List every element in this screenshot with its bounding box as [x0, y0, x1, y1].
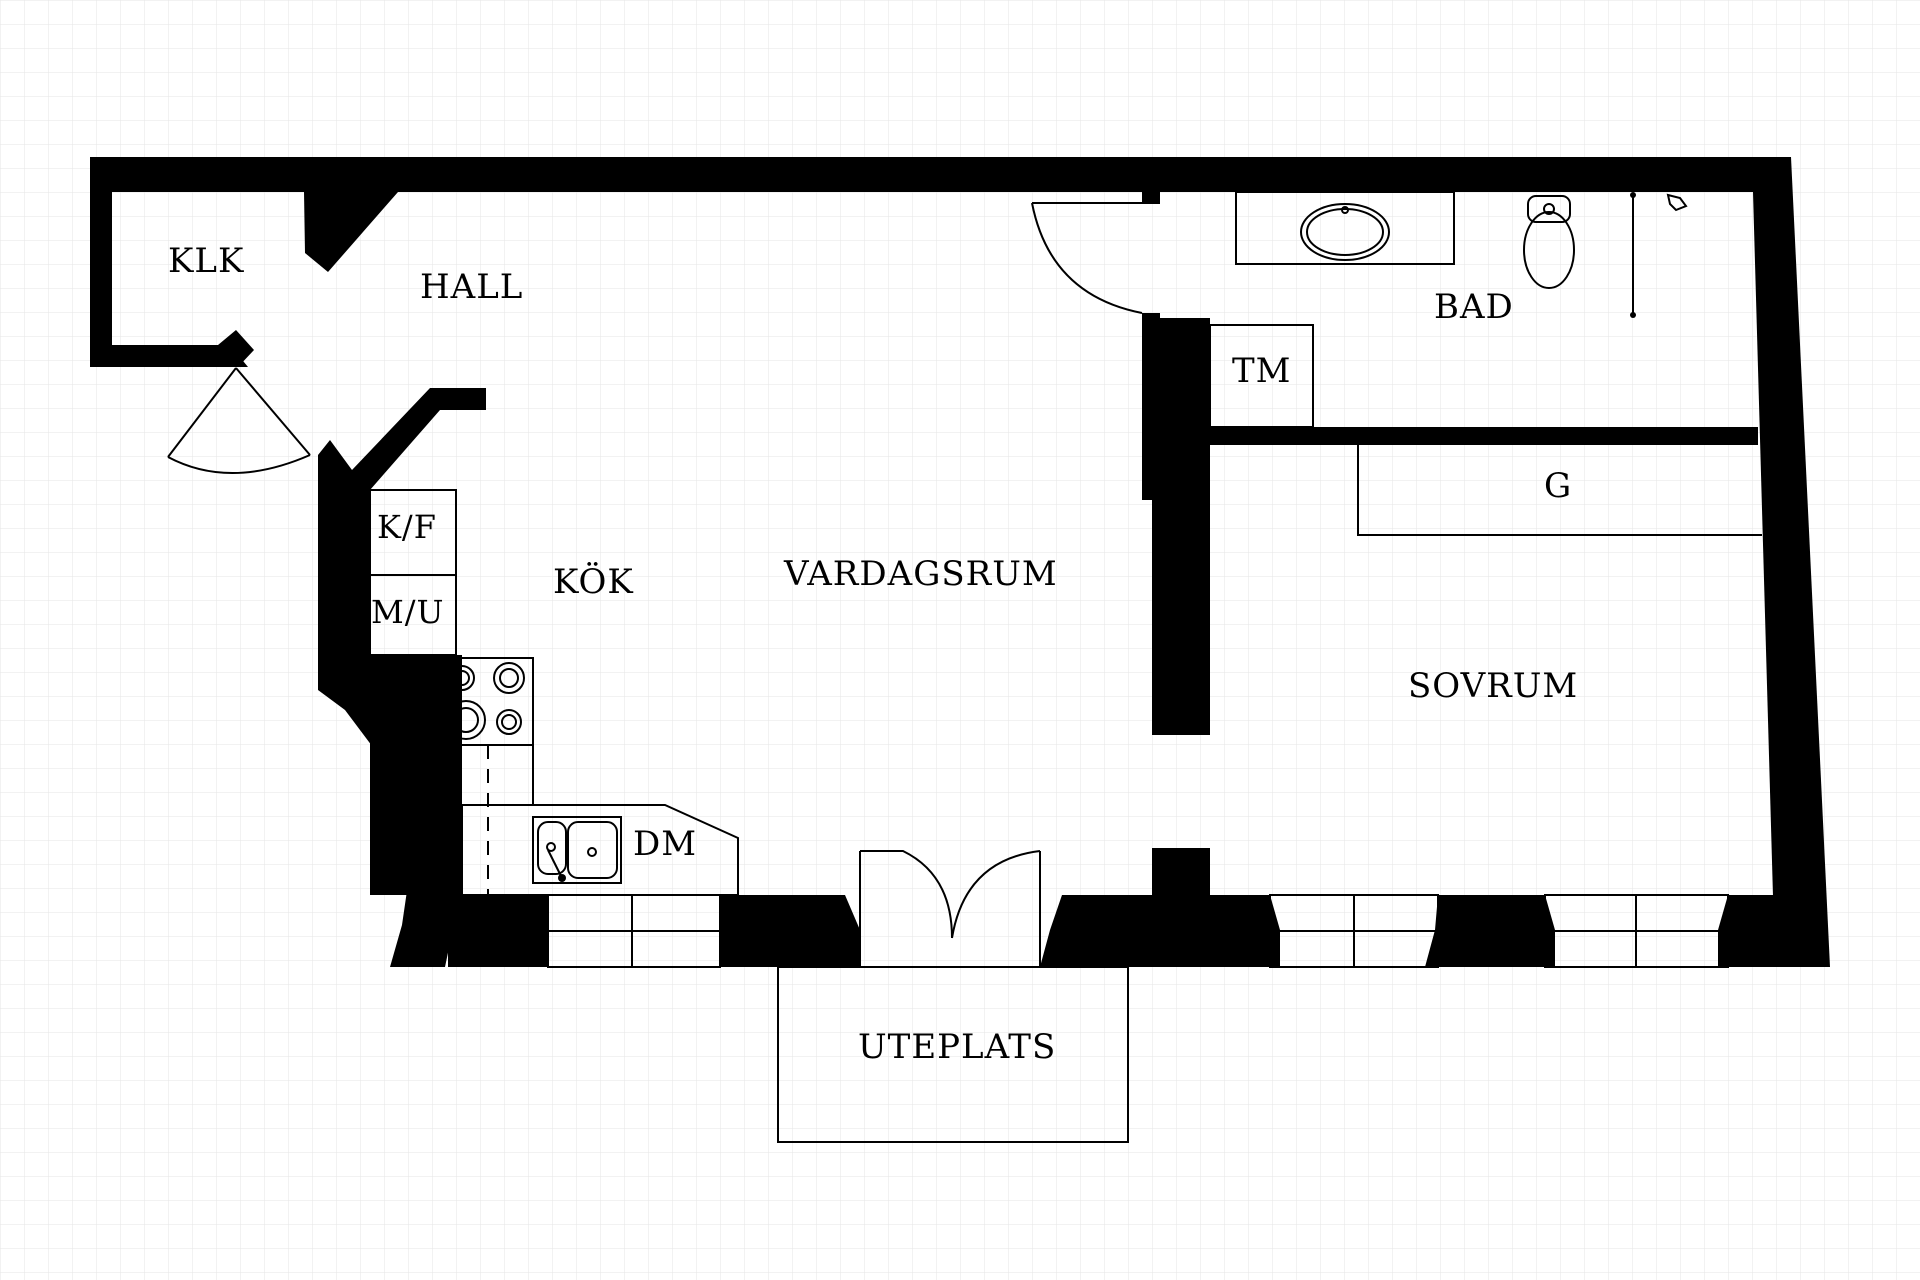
room-label-g: G — [1544, 466, 1572, 506]
bathroom-door — [1031, 202, 1143, 314]
patio-doors — [859, 850, 1041, 967]
room-label-klk: KLK — [168, 241, 244, 281]
g-closet — [1357, 445, 1762, 536]
kitchen-sink — [532, 816, 622, 884]
fixture-label-kf: K/F — [377, 508, 437, 546]
room-label-hall: HALL — [420, 267, 523, 307]
room-label-tm: TM — [1232, 351, 1292, 391]
countertop — [442, 745, 739, 896]
fixture-label-dm: DM — [633, 824, 697, 864]
windows — [547, 894, 1729, 968]
walls — [90, 157, 1830, 967]
fixture-label-mu: M/U — [371, 593, 445, 631]
room-label-bad: BAD — [1434, 287, 1514, 327]
room-label-vardagsrum: VARDAGSRUM — [783, 554, 1058, 594]
kitchen-cabinets — [369, 489, 457, 656]
bathroom-sink — [1235, 191, 1455, 265]
room-labels: KLK HALL KÖK VARDAGSRUM BAD TM G SOVRUM … — [168, 241, 1578, 1067]
patio — [777, 966, 1129, 1143]
tm-unit — [1209, 324, 1314, 428]
shower-rail — [1630, 192, 1688, 318]
room-label-uteplats: UTEPLATS — [858, 1027, 1056, 1067]
toilet — [1523, 195, 1575, 289]
room-label-sovrum: SOVRUM — [1408, 666, 1578, 706]
entrance-door — [167, 367, 311, 474]
room-label-kok: KÖK — [553, 561, 634, 602]
